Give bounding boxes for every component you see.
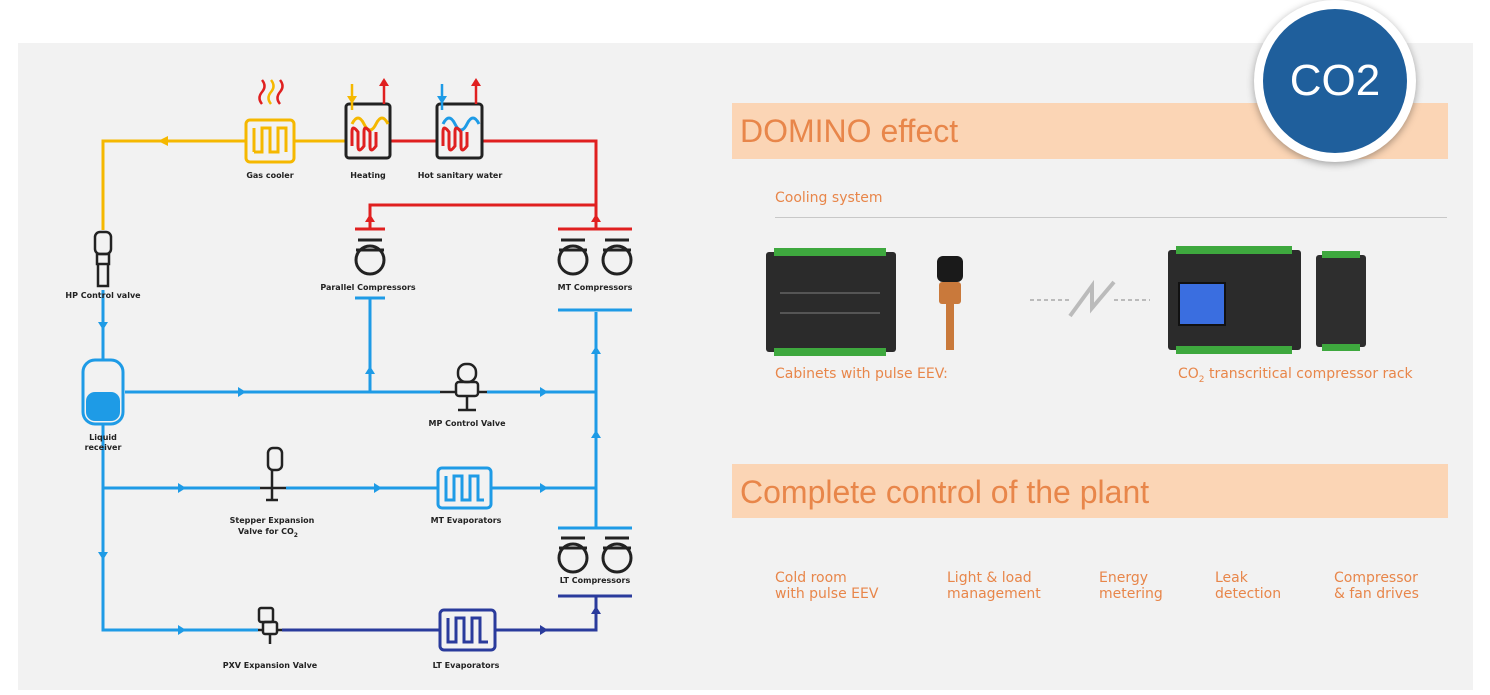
label-pxv-valve: PXV Expansion Valve	[223, 661, 318, 670]
feature-energy-metering: Energy metering	[1099, 570, 1163, 602]
pxv-valve-icon	[257, 606, 282, 644]
refrigeration-schematic: Gas cooler Heating Hot sanitary water HP…	[65, 78, 633, 670]
feature-cold-room: Cold room with pulse EEV	[775, 570, 879, 602]
flow-arrows-blue	[98, 322, 601, 635]
co2-badge-text: CO2	[1263, 9, 1407, 153]
label-mp-control-valve: MP Control Valve	[429, 419, 507, 428]
divider	[775, 217, 1447, 218]
liquid-receiver-icon	[81, 358, 125, 426]
feature-compressor-drives: Compressor & fan drives	[1334, 570, 1419, 602]
label-stepper-valve-sub: 2	[294, 532, 298, 539]
co2-rack-label: CO2 transcritical compressor rack	[1178, 366, 1413, 385]
flow-arrow	[540, 625, 548, 635]
gas-cooler-icon	[244, 79, 296, 164]
heating-exchanger-icon	[344, 78, 392, 160]
wireless-link-icon	[1030, 280, 1150, 318]
label-lt-evaporators: LT Evaporators	[433, 661, 500, 670]
feature-leak-detection: Leak detection	[1215, 570, 1282, 602]
pulse-eev-valve-image	[935, 256, 965, 351]
co2-badge: CO2	[1254, 0, 1416, 162]
lt-evaporator-icon	[438, 608, 497, 652]
label-liquid-receiver-line2: receiver	[85, 443, 122, 452]
rack-controller-image	[1168, 246, 1301, 354]
liquid-line	[101, 290, 598, 632]
complete-title-band	[732, 464, 1448, 518]
hp-control-valve-icon	[93, 230, 113, 288]
co2-rack-sub: 2	[1198, 374, 1205, 385]
feature-light-load: Light & load management	[947, 570, 1041, 602]
flow-arrow	[591, 214, 601, 222]
complete-control-title: Complete control of the plant	[740, 474, 1150, 510]
gas-line	[101, 139, 346, 230]
cabinets-label: Cabinets with pulse EEV:	[775, 366, 948, 382]
mp-control-valve-icon	[440, 362, 487, 412]
flow-arrow	[158, 136, 168, 146]
label-hp-control-valve: HP Control valve	[65, 291, 141, 300]
label-mt-evaporators: MT Evaporators	[431, 516, 502, 525]
label-liquid-receiver-line1: Liquid	[89, 433, 117, 442]
label-stepper-valve-text: Valve for CO	[238, 527, 294, 536]
flow-arrow	[365, 214, 375, 222]
hot-water-exchanger-icon	[435, 78, 484, 160]
label-parallel-compressors: Parallel Compressors	[320, 283, 416, 292]
cooling-system-label: Cooling system	[775, 190, 883, 206]
label-lt-compressors: LT Compressors	[560, 576, 631, 585]
label-gas-cooler: Gas cooler	[246, 171, 293, 180]
label-mt-compressors: MT Compressors	[558, 283, 633, 292]
parallel-compressor-icon	[354, 238, 386, 276]
mt-evaporator-icon	[436, 466, 493, 510]
stepper-valve-icon	[260, 446, 286, 502]
domino-title: DOMINO effect	[740, 113, 959, 149]
mt-compressors-icon	[557, 238, 633, 276]
expansion-module-image	[1316, 251, 1366, 351]
cabinet-controller-image	[766, 248, 896, 356]
label-stepper-valve-line2: Valve for CO2	[238, 527, 298, 539]
co2-rack-suffix: transcritical compressor rack	[1204, 366, 1413, 382]
label-hot-sanitary-water: Hot sanitary water	[418, 171, 503, 180]
label-heating: Heating	[350, 171, 386, 180]
co2-rack-prefix: CO	[1178, 366, 1199, 382]
lt-compressors-icon	[557, 536, 633, 574]
flow-arrow	[591, 606, 601, 614]
label-stepper-valve-line1: Stepper Expansion	[230, 516, 315, 525]
